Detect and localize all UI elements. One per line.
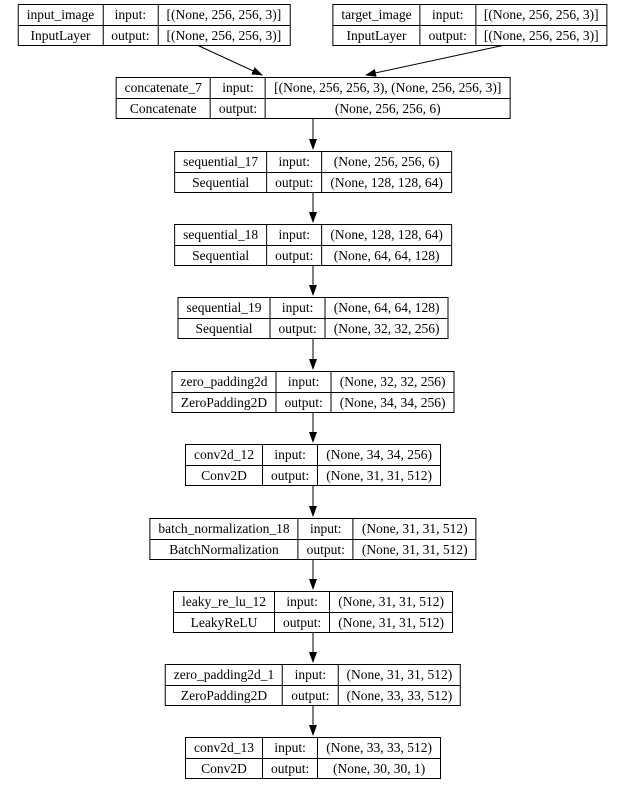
output-shape: (None, 31, 31, 512): [361, 541, 468, 557]
output-shape: (None, 31, 31, 512): [338, 614, 444, 630]
output-label: output:: [283, 685, 339, 705]
input-shape: [(None, 256, 256, 3), (None, 256, 256, 3…: [266, 78, 510, 99]
input-label: input:: [263, 445, 319, 466]
output-shape: (None, 31, 31, 512): [326, 467, 432, 483]
layer-node-sequential_17: sequential_17 input: (None, 256, 256, 6)…: [174, 151, 452, 193]
input-shape: (None, 34, 34, 256): [318, 445, 440, 466]
input-label: input:: [420, 5, 476, 26]
layer-node-zero_padding2d: zero_padding2d input: (None, 32, 32, 256…: [171, 371, 455, 413]
layer-node-zero_padding2d_1: zero_padding2d_1 input: (None, 31, 31, 5…: [164, 664, 462, 706]
layer-type: BatchNormalization: [150, 539, 299, 559]
layer-name: target_image: [333, 5, 421, 26]
input-label: input:: [283, 665, 339, 686]
output-shape: (None, 64, 64, 128): [333, 247, 440, 263]
input-label: input:: [274, 592, 331, 613]
input-label: input:: [276, 372, 332, 393]
layer-type: Conv2D: [186, 758, 263, 778]
layer-name: zero_padding2d_1: [165, 665, 284, 686]
layer-node-input_image: input_image input: [(None, 256, 256, 3)]…: [17, 4, 291, 46]
layer-name: conv2d_12: [186, 445, 263, 466]
output-label: output:: [263, 758, 319, 778]
layer-name: sequential_18: [175, 225, 268, 246]
input-shape: (None, 256, 256, 6): [322, 152, 451, 173]
input-shape: [(None, 256, 256, 3)]: [158, 5, 290, 26]
output-label: output:: [103, 25, 159, 45]
input-shape: [(None, 256, 256, 3)]: [475, 5, 607, 26]
layer-node-sequential_18: sequential_18 input: (None, 128, 128, 64…: [174, 224, 452, 266]
layer-name: sequential_17: [175, 152, 268, 173]
output-shape: (None, 33, 33, 512): [346, 687, 453, 703]
layer-type: ZeroPadding2D: [173, 392, 277, 412]
output-label: output:: [275, 612, 331, 632]
edge-target_image-concatenate_7: [365, 44, 506, 77]
layer-name: leaky_re_lu_12: [174, 592, 275, 613]
input-label: input:: [103, 5, 159, 26]
input-shape: (None, 31, 31, 512): [353, 519, 476, 540]
layer-type: InputLayer: [333, 25, 421, 45]
output-label: output:: [299, 539, 354, 559]
layer-name: batch_normalization_18: [150, 519, 299, 540]
output-label: output:: [270, 318, 326, 338]
input-shape: (None, 128, 128, 64): [322, 225, 451, 246]
output-label: output:: [267, 245, 323, 265]
layer-type: ZeroPadding2D: [166, 685, 284, 705]
layer-type: Concatenate: [117, 98, 211, 118]
output-shape: (None, 128, 128, 64): [330, 174, 443, 190]
input-shape: (None, 32, 32, 256): [331, 372, 454, 393]
output-label: output:: [421, 25, 476, 45]
input-shape: (None, 31, 31, 512): [330, 592, 452, 613]
output-label: output:: [267, 172, 323, 192]
output-shape: (None, 30, 30, 1): [333, 760, 426, 776]
layer-node-target_image: target_image input: [(None, 256, 256, 3)…: [332, 4, 608, 46]
layer-type: Sequential: [175, 245, 268, 265]
input-shape: (None, 33, 33, 512): [318, 738, 440, 759]
layer-node-sequential_19: sequential_19 input: (None, 64, 64, 128)…: [177, 297, 449, 339]
edge-input_image-concatenate_7: [196, 44, 263, 76]
output-shape: (None, 34, 34, 256): [339, 394, 446, 410]
layer-type: Conv2D: [186, 465, 263, 485]
layer-node-concatenate_7: concatenate_7 input: [(None, 256, 256, 3…: [115, 77, 511, 119]
output-shape: (None, 256, 256, 6): [334, 100, 441, 116]
input-shape: (None, 64, 64, 128): [325, 298, 448, 319]
output-shape: [(None, 256, 256, 3)]: [166, 27, 282, 43]
layer-type: Sequential: [179, 318, 271, 338]
layer-node-batch_normalization_18: batch_normalization_18 input: (None, 31,…: [149, 518, 477, 560]
layer-node-conv2d_12: conv2d_12 input: (None, 34, 34, 256) Con…: [185, 444, 441, 486]
input-label: input:: [210, 78, 267, 99]
layer-type: LeakyReLU: [174, 612, 275, 632]
output-shape: (None, 32, 32, 256): [333, 320, 440, 336]
input-label: input:: [270, 298, 326, 319]
layer-name: zero_padding2d: [172, 372, 277, 393]
layer-name: input_image: [18, 5, 104, 26]
output-shape: [(None, 256, 256, 3)]: [483, 27, 599, 43]
layer-name: conv2d_13: [186, 738, 263, 759]
layer-type: Sequential: [175, 172, 268, 192]
layer-node-leaky_re_lu_12: leaky_re_lu_12 input: (None, 31, 31, 512…: [173, 591, 453, 633]
input-shape: (None, 31, 31, 512): [338, 665, 461, 686]
layer-type: InputLayer: [19, 25, 104, 45]
input-label: input:: [298, 519, 354, 540]
output-label: output:: [263, 465, 319, 485]
input-label: input:: [267, 225, 323, 246]
output-label: output:: [276, 392, 332, 412]
input-label: input:: [263, 738, 319, 759]
layer-name: sequential_19: [178, 298, 271, 319]
layer-name: concatenate_7: [116, 78, 211, 99]
input-label: input:: [267, 152, 323, 173]
output-label: output:: [211, 98, 267, 118]
layer-node-conv2d_13: conv2d_13 input: (None, 33, 33, 512) Con…: [185, 737, 441, 779]
